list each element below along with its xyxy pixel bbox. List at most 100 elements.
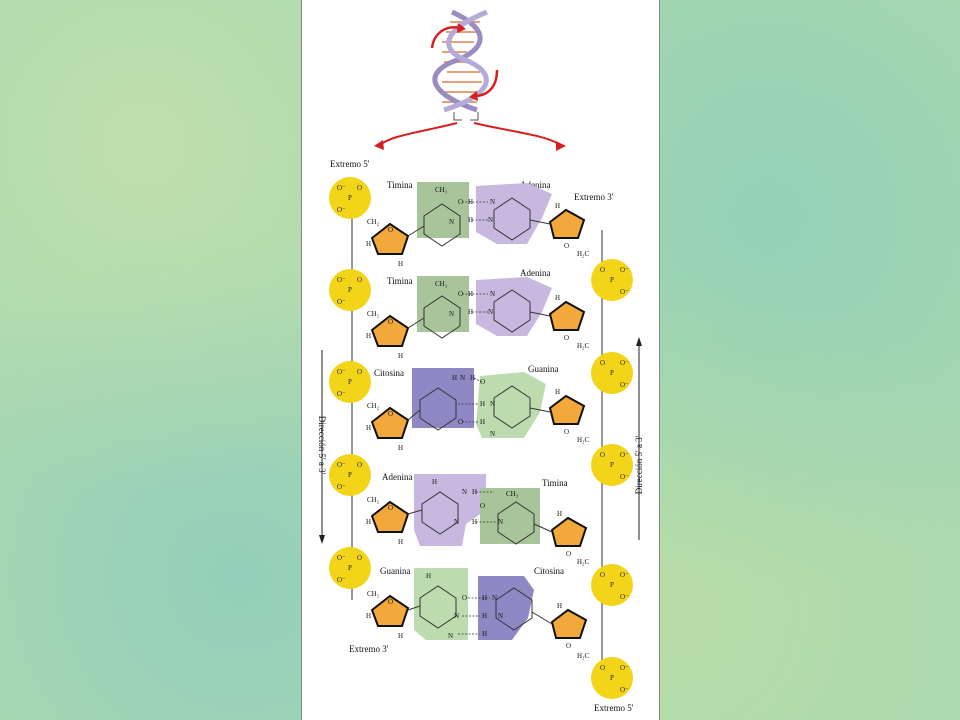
- svg-text:O: O: [566, 550, 571, 558]
- svg-text:N: N: [490, 400, 495, 408]
- sugar-left-1: CH₂ O H H: [366, 218, 410, 268]
- svg-text:O⁻: O⁻: [337, 184, 346, 192]
- base-label-right-5: Citosina: [534, 566, 564, 576]
- svg-text:H: H: [366, 424, 371, 432]
- svg-text:O: O: [566, 642, 571, 650]
- svg-text:H: H: [366, 518, 371, 526]
- svg-text:H: H: [398, 352, 403, 360]
- svg-text:H: H: [468, 308, 473, 316]
- sugar-left-2: CH₂ O H H: [366, 310, 410, 360]
- zoom-bracket: [453, 112, 479, 121]
- svg-text:O: O: [564, 242, 569, 250]
- svg-text:O: O: [388, 318, 393, 326]
- dna-structure-diagram: Extremo 5' Extremo 3' Extremo 3' Extremo…: [317, 9, 644, 713]
- base-label-right-4: Timina: [542, 478, 568, 488]
- svg-text:P: P: [610, 369, 614, 377]
- svg-text:N: N: [490, 430, 495, 438]
- helix-strand-a: [432, 9, 483, 113]
- phosphate-left-5: P O⁻ O O⁻: [329, 547, 371, 589]
- base-label-left-1: Timina: [387, 180, 413, 190]
- svg-text:CH₂: CH₂: [367, 310, 380, 318]
- label-extremo-3-bottom: Extremo 3': [349, 644, 389, 654]
- svg-text:P: P: [610, 276, 614, 284]
- svg-text:N: N: [454, 518, 459, 526]
- svg-text:H: H: [432, 478, 437, 486]
- phosphate-left-3: P O⁻ O O⁻: [329, 361, 371, 403]
- svg-text:N: N: [449, 310, 454, 318]
- svg-text:H: H: [398, 538, 403, 546]
- base-pair-5: Guanina Citosina H O H N N H N N H: [380, 566, 564, 640]
- guanine-block-5: [414, 568, 468, 640]
- svg-text:O: O: [357, 276, 362, 284]
- svg-text:O⁻: O⁻: [620, 451, 629, 459]
- phosphate-left-4: P O⁻ O O⁻: [329, 454, 371, 496]
- label-direction-right: Dirección 5' a 3': [634, 435, 644, 494]
- svg-text:CH₂: CH₂: [367, 496, 380, 504]
- base-label-right-3: Guanina: [528, 364, 559, 374]
- svg-text:H: H: [555, 388, 560, 396]
- svg-text:O: O: [458, 290, 463, 298]
- svg-text:O⁻: O⁻: [620, 359, 629, 367]
- phosphate-right-4: P O⁻ O O⁻: [591, 564, 633, 606]
- svg-text:N: N: [462, 488, 467, 496]
- svg-text:P: P: [610, 581, 614, 589]
- base-pair-3: Citosina Guanina H N H O H N O H N: [374, 364, 559, 438]
- svg-text:N: N: [498, 518, 503, 526]
- phosphate-right-3: P O⁻ O O⁻: [591, 444, 633, 486]
- svg-text:O⁻: O⁻: [337, 461, 346, 469]
- svg-text:CH₂: CH₂: [367, 402, 380, 410]
- svg-text:N: N: [492, 594, 497, 602]
- svg-text:H: H: [555, 202, 560, 210]
- svg-text:H: H: [366, 612, 371, 620]
- svg-text:CH₂: CH₂: [367, 590, 380, 598]
- svg-text:O⁻: O⁻: [620, 664, 629, 672]
- svg-text:N: N: [490, 198, 495, 206]
- svg-text:H: H: [366, 240, 371, 248]
- svg-text:H: H: [398, 444, 403, 452]
- svg-text:P: P: [348, 378, 352, 386]
- phosphate-left-2: P O⁻ O O⁻: [329, 269, 371, 311]
- svg-text:H: H: [555, 294, 560, 302]
- svg-text:H: H: [398, 632, 403, 640]
- label-extremo-3-top: Extremo 3': [574, 192, 614, 202]
- svg-text:H₂C: H₂C: [577, 652, 589, 660]
- svg-text:O⁻: O⁻: [337, 206, 346, 214]
- zoom-arrow-right: [473, 122, 561, 146]
- base-pair-2: Timina Adenina CH₃ O H N H N N: [387, 268, 552, 339]
- direction-arrow-right: Dirección 5' a 3': [634, 337, 644, 540]
- svg-text:H: H: [480, 418, 485, 426]
- phosphate-right-1: P O⁻ O O⁻: [591, 259, 633, 301]
- svg-text:N: N: [498, 612, 503, 620]
- svg-text:O: O: [480, 502, 485, 510]
- svg-text:H: H: [470, 374, 475, 382]
- svg-text:CH₂: CH₂: [367, 218, 380, 226]
- svg-text:O⁻: O⁻: [620, 593, 629, 601]
- svg-text:P: P: [610, 461, 614, 469]
- direction-arrow-left: Dirección 5' a 3': [317, 350, 327, 544]
- svg-text:CH₃: CH₃: [435, 280, 448, 288]
- base-label-right-1: Adenina: [520, 180, 551, 190]
- label-direction-left: Dirección 5' a 3': [317, 416, 327, 475]
- sugar-right-5: O H₂C H: [550, 602, 589, 660]
- svg-text:H: H: [482, 612, 487, 620]
- svg-text:O⁻: O⁻: [620, 381, 629, 389]
- svg-text:P: P: [348, 471, 352, 479]
- label-extremo-5-bottom: Extremo 5': [594, 703, 634, 713]
- svg-text:H₂C: H₂C: [577, 558, 589, 566]
- base-label-left-3: Citosina: [374, 368, 404, 378]
- svg-text:H: H: [366, 332, 371, 340]
- svg-text:H: H: [468, 216, 473, 224]
- sugar-right-1: O H₂C H: [548, 202, 589, 258]
- svg-text:H: H: [426, 572, 431, 580]
- dna-figure-panel: Extremo 5' Extremo 3' Extremo 3' Extremo…: [301, 0, 660, 720]
- base-pair-4: Adenina Timina H N H O N H N CH₃: [382, 472, 568, 546]
- rotation-arrow-left: [430, 26, 461, 49]
- svg-text:O⁻: O⁻: [620, 266, 629, 274]
- adenine-block-4: [414, 474, 486, 546]
- svg-text:O⁻: O⁻: [337, 576, 346, 584]
- svg-text:H: H: [480, 400, 485, 408]
- svg-text:H: H: [452, 374, 457, 382]
- label-extremo-5-top: Extremo 5': [330, 159, 370, 169]
- svg-text:O: O: [600, 571, 605, 579]
- sugar-left-3: CH₂ O H H: [366, 402, 410, 452]
